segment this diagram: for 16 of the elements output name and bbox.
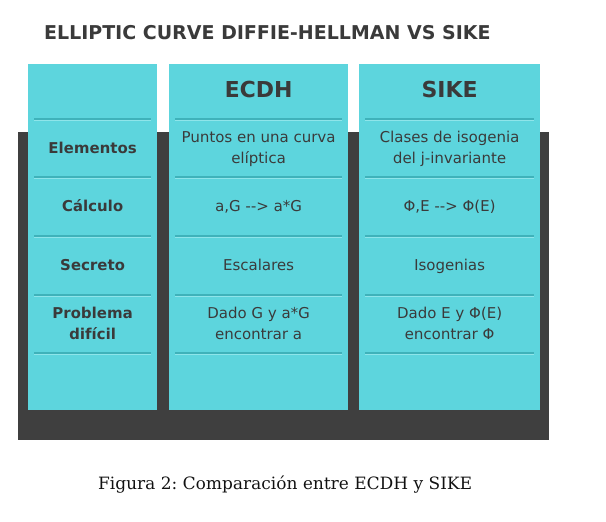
table-cell-text: Φ,E --> Φ(E) bbox=[402, 196, 496, 217]
row-header: Cálculo bbox=[60, 196, 124, 217]
row-header: Secreto bbox=[59, 255, 126, 276]
table-cell-text: Isogenias bbox=[413, 255, 486, 276]
row-header: Problema difícil bbox=[51, 303, 134, 345]
table-cell-text: Dado E y Φ(E) encontrar Φ bbox=[396, 303, 504, 345]
column-header: SIKE bbox=[420, 76, 479, 104]
table-cell-text: Escalares bbox=[222, 255, 295, 276]
row-header: Elementos bbox=[47, 138, 138, 158]
table-cell-text: Clases de isogenia del j-invariante bbox=[378, 127, 520, 169]
table-cell-text: a,G --> a*G bbox=[214, 196, 303, 217]
table-cell-text: Puntos en una curva elíptica bbox=[180, 127, 336, 169]
title: ELLIPTIC CURVE DIFFIE-HELLMAN VS SIKE bbox=[44, 22, 490, 44]
caption: Figura 2: Comparación entre ECDH y SIKE bbox=[96, 474, 474, 494]
table-cell-text: Dado G y a*G encontrar a bbox=[206, 303, 311, 345]
column-header: ECDH bbox=[224, 76, 294, 104]
